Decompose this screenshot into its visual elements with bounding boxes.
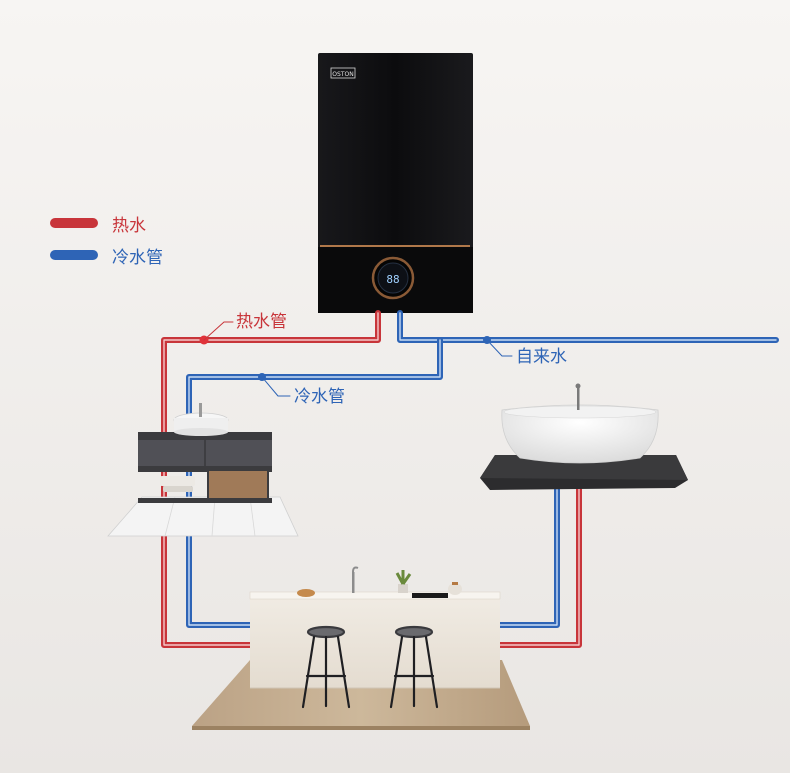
hot-pipe-label: 热水管 xyxy=(236,312,287,332)
legend-item-cold: 冷水管 xyxy=(50,244,163,268)
svg-text:88: 88 xyxy=(386,273,399,286)
legend: 热水 冷水管 xyxy=(50,212,163,268)
pipe-network xyxy=(161,310,779,648)
cold-pipe-label: 冷水管 xyxy=(294,387,345,407)
bathroom-vanity-icon xyxy=(107,403,299,537)
brand-logo: OSTON xyxy=(332,71,353,78)
legend-cold-label: 冷水管 xyxy=(112,247,163,268)
legend-hot-label: 热水 xyxy=(112,215,146,236)
legend-item-hot: 热水 xyxy=(50,212,163,236)
cold-swatch xyxy=(50,250,98,260)
tap-water-label: 自来水 xyxy=(516,347,567,367)
bar-stool-icon xyxy=(301,625,439,709)
bathtub-icon xyxy=(480,383,688,490)
water-heater-icon: OSTON 88 xyxy=(318,53,473,313)
hot-swatch xyxy=(50,218,98,228)
kitchen-island-icon xyxy=(192,566,530,730)
